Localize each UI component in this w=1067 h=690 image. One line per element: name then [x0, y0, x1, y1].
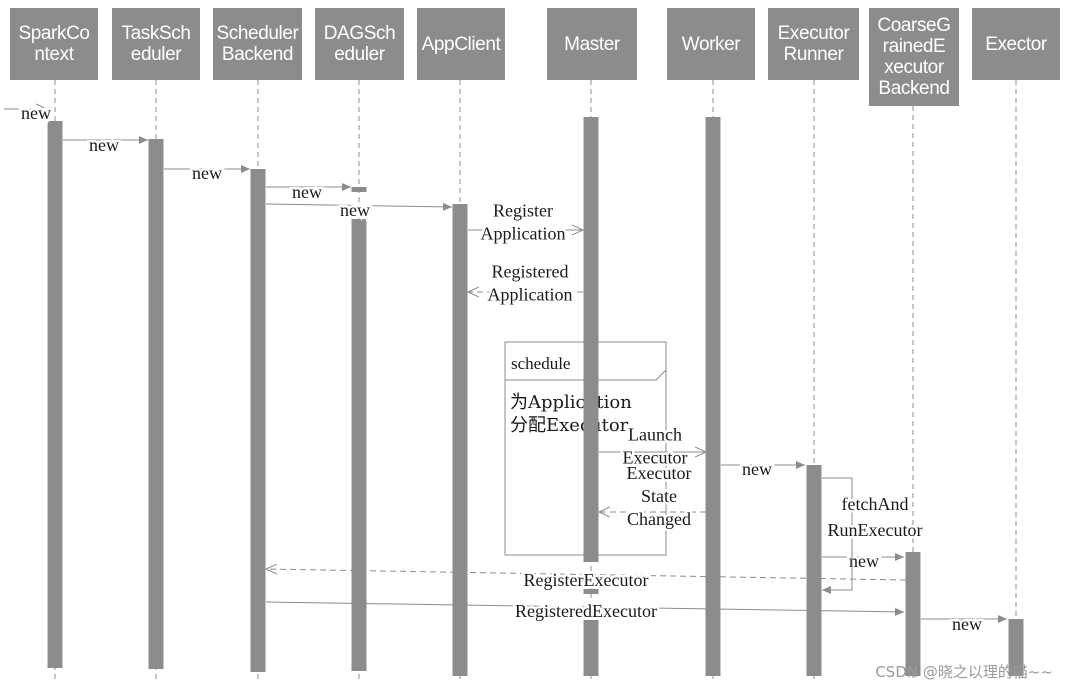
participant-sparkcontext: SparkCo ntext	[10, 8, 98, 80]
fragment-title: schedule	[511, 354, 570, 373]
activation-bar-executorrunner	[806, 465, 822, 676]
participant-label: Scheduler Backend	[216, 23, 299, 65]
participant-dagscheduler: DAGSch eduler	[315, 8, 404, 80]
message-label-new-cg: new	[849, 551, 879, 571]
participant-exector: Exector	[972, 8, 1060, 80]
participant-label: Executor Runner	[777, 23, 850, 65]
participant-label: TaskSch eduler	[121, 23, 191, 65]
activation-bar-appclient	[452, 204, 468, 676]
activation-bar-dagscheduler	[351, 219, 367, 671]
participant-label: DAGSch eduler	[323, 23, 396, 65]
message-arrow-register-executor	[266, 569, 907, 581]
participant-label: SparkCo ntext	[18, 23, 90, 65]
activation-bar-exector	[1008, 619, 1024, 676]
participant-appclient: AppClient	[417, 8, 505, 80]
activation-bar-coarsegrained	[905, 552, 921, 676]
message-label-new-dag: new	[292, 182, 322, 202]
participant-worker: Worker	[667, 8, 755, 80]
message-label-new-exector: new	[952, 614, 982, 634]
activation-bar-sparkcontext	[47, 121, 63, 668]
participant-taskscheduler: TaskSch eduler	[112, 8, 200, 80]
message-arrow-fetch-and-run	[822, 477, 853, 594]
message-label-new-er: new	[742, 459, 772, 479]
activation-bar-master	[583, 117, 599, 562]
message-label-register-executor: RegisterExecutor	[524, 570, 649, 590]
message-label-new-ac: new	[340, 200, 370, 220]
message-label-registered-executor: RegisteredExecutor	[515, 601, 657, 621]
activation-bar-schedulerbackend	[250, 169, 266, 672]
participant-master: Master	[547, 8, 637, 80]
message-label-new-ts: new	[89, 135, 119, 155]
participant-coarsegrained: CoarseG rainedE xecutor Backend	[869, 8, 959, 106]
participant-label: CoarseG rainedE xecutor Backend	[877, 15, 951, 99]
participant-label: Worker	[681, 33, 741, 55]
message-label-new-sb: new	[192, 163, 222, 183]
activation-bar-master	[583, 620, 599, 676]
message-label-new-sc: new	[21, 103, 51, 123]
participant-label: AppClient	[421, 33, 501, 55]
activation-bar-dagscheduler	[351, 187, 367, 192]
watermark: CSDN @晓之以理的喵~~	[875, 663, 1053, 681]
participant-executorrunner: Executor Runner	[768, 8, 859, 80]
activation-bar-worker	[705, 117, 721, 676]
participant-schedulerbackend: Scheduler Backend	[213, 8, 302, 80]
activation-bar-master	[583, 589, 599, 594]
message-arrow-registered-executor	[265, 601, 905, 616]
message-arrow-new-ac	[265, 202, 453, 211]
activation-bar-taskscheduler	[148, 139, 164, 669]
fragment-tab	[505, 342, 667, 381]
participant-label: Master	[564, 33, 620, 55]
participant-label: Exector	[985, 33, 1047, 55]
